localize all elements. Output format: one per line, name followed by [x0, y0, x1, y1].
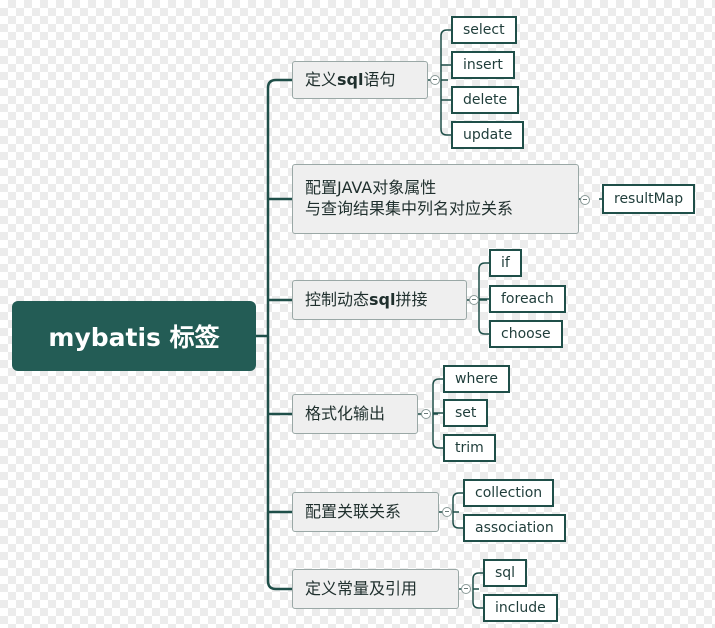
category-format-output[interactable]: 格式化输出	[292, 394, 418, 434]
collapse-toggle-icon[interactable]	[580, 195, 590, 205]
connector-line	[472, 601, 483, 609]
category-label: 格式化输出	[305, 403, 386, 423]
leaf-delete[interactable]: delete	[451, 86, 520, 114]
leaf-where[interactable]: where	[443, 365, 510, 393]
category-constants[interactable]: 定义常量及引用	[292, 569, 459, 609]
connector-line	[478, 262, 489, 270]
category-label: 控制动态sql拼接	[305, 289, 428, 309]
root-label: mybatis 标签	[48, 323, 220, 352]
category-label: 配置关联关系	[305, 501, 402, 521]
connector-line	[432, 441, 443, 449]
connector-line	[266, 580, 292, 591]
collapse-toggle-icon[interactable]	[421, 409, 431, 419]
connector-line	[440, 29, 451, 37]
category-association[interactable]: 配置关联关系	[292, 492, 439, 532]
leaf-if[interactable]: if	[489, 249, 522, 277]
connector-line	[266, 78, 292, 89]
leaf-select[interactable]: select	[451, 16, 517, 44]
leaf-collection[interactable]: collection	[463, 479, 555, 507]
connector-line	[432, 378, 443, 386]
collapse-toggle-icon[interactable]	[461, 584, 471, 594]
leaf-set[interactable]: set	[443, 399, 489, 427]
leaf-trim[interactable]: trim	[443, 434, 496, 462]
category-java-mapping[interactable]: 配置JAVA对象属性 与查询结果集中列名对应关系	[292, 164, 579, 234]
connector-line	[440, 128, 451, 136]
leaf-association[interactable]: association	[463, 514, 566, 542]
connector-line	[472, 572, 483, 580]
leaf-update[interactable]: update	[451, 121, 525, 149]
leaf-resultmap[interactable]: resultMap	[602, 184, 696, 214]
category-dynamic-sql[interactable]: 控制动态sql拼接	[292, 280, 467, 320]
root-node[interactable]: mybatis 标签	[12, 301, 256, 371]
connector-line	[478, 327, 489, 335]
leaf-foreach[interactable]: foreach	[489, 285, 566, 313]
category-label: 定义常量及引用	[305, 578, 418, 598]
connector-line	[452, 492, 463, 500]
collapse-toggle-icon[interactable]	[430, 75, 440, 85]
collapse-toggle-icon[interactable]	[442, 507, 452, 517]
leaf-sql[interactable]: sql	[483, 559, 528, 587]
connector-line	[452, 521, 463, 529]
category-define-sql[interactable]: 定义sql语句	[292, 61, 428, 99]
leaf-include[interactable]: include	[483, 594, 558, 622]
leaf-choose[interactable]: choose	[489, 320, 563, 348]
collapse-toggle-icon[interactable]	[469, 295, 479, 305]
category-label: 配置JAVA对象属性 与查询结果集中列名对应关系	[305, 178, 514, 218]
leaf-insert[interactable]: insert	[451, 51, 515, 79]
category-label: 定义sql语句	[305, 69, 396, 89]
